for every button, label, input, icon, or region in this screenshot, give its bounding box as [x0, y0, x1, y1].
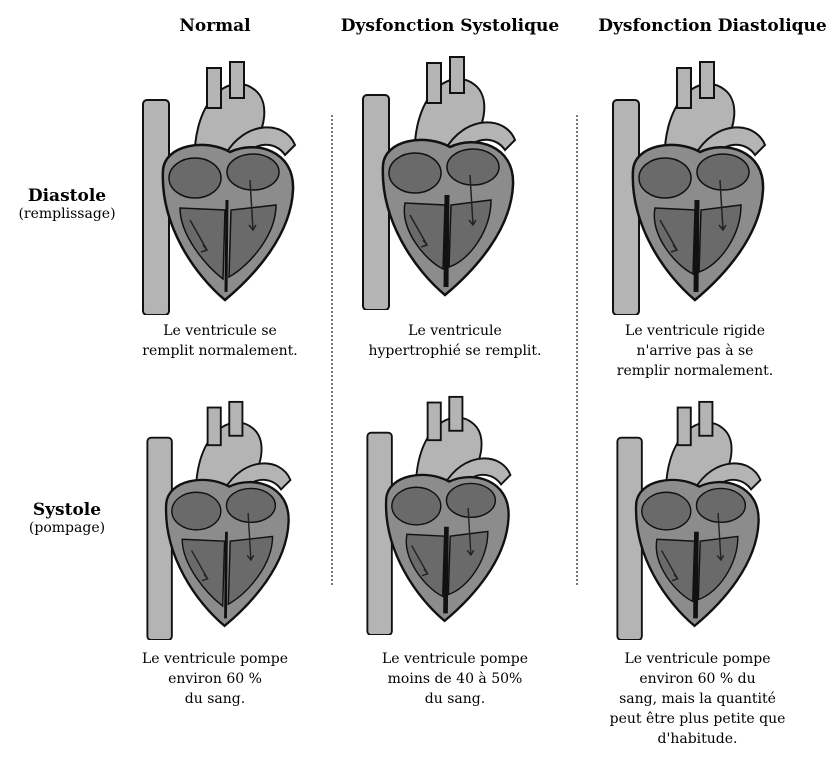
right-atrium: [169, 158, 221, 198]
artery-branch: [208, 408, 221, 446]
vena-cava: [367, 433, 391, 635]
row-header-diastole: Diastole (remplissage): [2, 186, 132, 222]
artery-branch: [229, 402, 242, 436]
artery-branch: [230, 62, 244, 98]
artery-branch: [677, 68, 691, 108]
vena-cava: [363, 95, 389, 310]
septum: [226, 532, 227, 619]
column-divider-right: [576, 115, 578, 585]
heart-diastolic-dysfunction-diastole-illustration: [605, 60, 770, 315]
artery-branch: [449, 397, 462, 431]
caption-systolic-dysfunction-systole: Le ventricule pompe moins de 40 à 50% du…: [350, 649, 560, 709]
row-subtitle-systole: (pompage): [2, 520, 132, 536]
septum: [226, 200, 227, 292]
left-atrium: [447, 149, 499, 185]
right-atrium: [172, 492, 221, 530]
left-atrium: [226, 488, 275, 522]
left-atrium: [227, 154, 279, 190]
heart-diastolic-dysfunction-systole-illustration: [605, 400, 770, 640]
septum: [446, 195, 447, 287]
septum: [446, 527, 447, 614]
caption-normal-diastole: Le ventricule se remplit normalement.: [120, 321, 320, 361]
row-title-diastole: Diastole: [2, 186, 132, 206]
artery-branch: [207, 68, 221, 108]
caption-systolic-dysfunction-diastole: Le ventricule hypertrophié se remplit.: [345, 321, 565, 361]
vena-cava: [147, 438, 171, 640]
caption-diastolic-dysfunction-diastole: Le ventricule rigide n'arrive pas à se r…: [585, 321, 805, 381]
right-atrium: [392, 487, 441, 525]
row-header-systole: Systole (pompage): [2, 500, 132, 536]
right-atrium: [639, 158, 691, 198]
heart-normal-systole-illustration: [135, 400, 300, 640]
artery-branch: [427, 63, 441, 103]
left-atrium: [697, 154, 749, 190]
column-header-normal: Normal: [165, 16, 265, 36]
left-atrium: [696, 488, 745, 522]
right-atrium: [642, 492, 691, 530]
column-header-systolic-dysfunction: Dysfonction Systolique: [330, 16, 570, 36]
row-subtitle-diastole: (remplissage): [2, 206, 132, 222]
vena-cava: [613, 100, 639, 315]
artery-branch: [450, 57, 464, 93]
heart-normal-diastole-illustration: [135, 60, 300, 315]
artery-branch: [428, 403, 441, 441]
artery-branch: [700, 62, 714, 98]
heart-systolic-dysfunction-diastole-illustration: [355, 55, 520, 310]
caption-normal-systole: Le ventricule pompe environ 60 % du sang…: [115, 649, 315, 709]
vena-cava: [617, 438, 641, 640]
right-atrium: [389, 153, 441, 193]
caption-diastolic-dysfunction-systole: Le ventricule pompe environ 60 % du sang…: [585, 649, 810, 749]
septum: [696, 532, 697, 619]
left-atrium: [446, 483, 495, 517]
column-divider-left: [331, 115, 333, 585]
heart-systolic-dysfunction-systole-illustration: [355, 395, 520, 635]
artery-branch: [699, 402, 712, 436]
septum: [696, 200, 697, 292]
column-header-diastolic-dysfunction: Dysfonction Diastolique: [590, 16, 835, 36]
vena-cava: [143, 100, 169, 315]
row-title-systole: Systole: [2, 500, 132, 520]
artery-branch: [678, 408, 691, 446]
